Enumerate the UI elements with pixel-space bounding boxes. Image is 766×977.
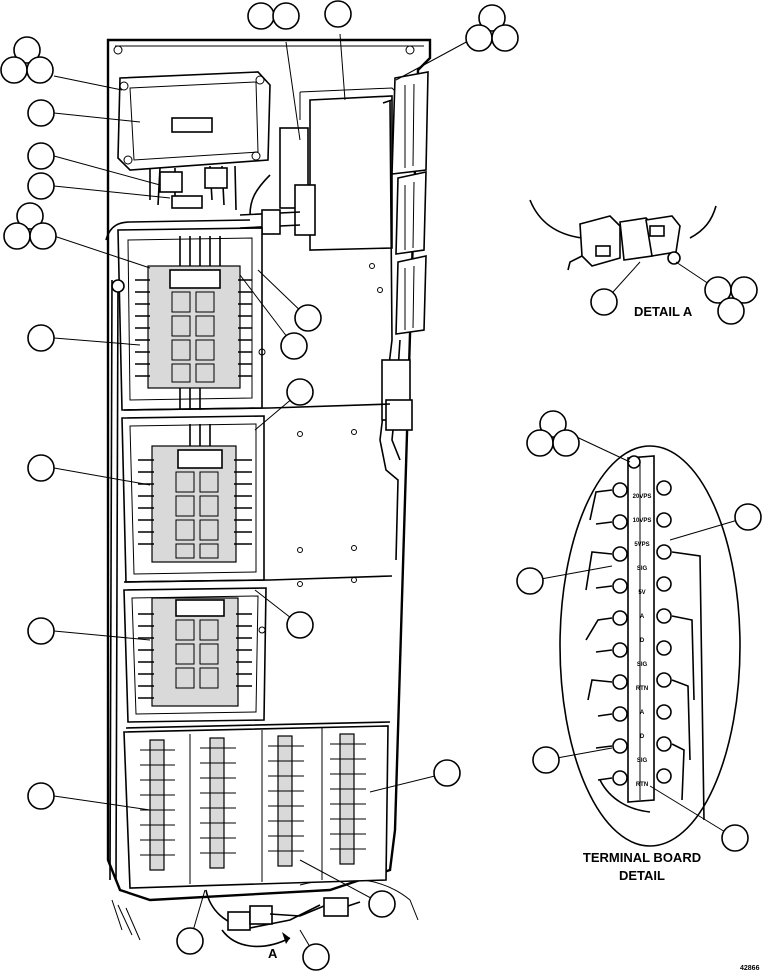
callout-circle (302, 943, 330, 971)
callout-circle (26, 56, 54, 84)
callout-circle (324, 0, 352, 28)
view-arrow-label: A (268, 946, 278, 961)
callout-circle (247, 2, 275, 30)
callout-circle (294, 304, 322, 332)
terminal-board-caption-line1: TERMINAL BOARD (583, 850, 701, 865)
callout-circle (491, 24, 519, 52)
terminal-board-mark: D (640, 734, 645, 740)
figure-number: 42866 (740, 965, 760, 972)
callout-circle (176, 927, 204, 955)
mounting-holes (258, 263, 383, 634)
right-terminal-strip (379, 71, 429, 561)
terminal-board-mark: SIG (637, 758, 648, 764)
callout-circle (27, 454, 55, 482)
callout-circle (539, 410, 567, 438)
callout-circle (27, 617, 55, 645)
bottom-terminal-blocks (123, 725, 389, 931)
left-wire-harness (105, 219, 393, 881)
callout-circle (272, 2, 300, 30)
callout-circle (27, 782, 55, 810)
terminal-board-mark: 5V (638, 590, 645, 596)
terminal-board-caption-line2: DETAIL (619, 868, 665, 883)
callout-circle (280, 332, 308, 360)
power-supply-box (239, 87, 401, 251)
terminal-board-mark: 5VPS (634, 542, 649, 548)
terminal-board-marks: 20VPS 10VPS 5VPS SIG 5V A D SIG RTN A D SIG RTN (633, 494, 652, 788)
callout-circle (13, 36, 41, 64)
terminal-board-mark: 20VPS (633, 494, 652, 500)
terminal-board-mark: A (640, 710, 645, 716)
callout-circle (532, 746, 560, 774)
callout-circle (730, 276, 758, 304)
view-arrow (221, 929, 291, 948)
callout-circle (721, 824, 749, 852)
callout-circle (27, 99, 55, 127)
callout-circle (27, 172, 55, 200)
relay-panel-3 (123, 587, 267, 723)
callout-circle (552, 429, 580, 457)
callout-circle (3, 222, 31, 250)
callout-circle (27, 324, 55, 352)
relay-panel-2 (121, 415, 265, 583)
callout-circle (29, 222, 57, 250)
control-module (117, 71, 271, 211)
terminal-board-mark: 10VPS (633, 518, 652, 524)
detail-a-drawing (529, 199, 717, 271)
callout-circle (0, 56, 28, 84)
callout-circle (516, 567, 544, 595)
callout-circle (286, 611, 314, 639)
callout-circle (465, 24, 493, 52)
terminal-board-detail (559, 445, 741, 847)
terminal-board-mark: D (640, 638, 645, 644)
callout-circle (27, 142, 55, 170)
terminal-board-mark: SIG (637, 566, 648, 572)
terminal-board-mark: A (640, 614, 645, 620)
callout-circle (734, 503, 762, 531)
terminal-board-mark: RTN (636, 782, 648, 788)
callout-circle (286, 378, 314, 406)
terminal-board-mark: RTN (636, 686, 648, 692)
relay-panel-1 (117, 227, 263, 411)
callout-circle (526, 429, 554, 457)
callout-circle (717, 297, 745, 325)
callout-circle (590, 288, 618, 316)
callout-circle (478, 4, 506, 32)
terminal-board-mark: SIG (637, 662, 648, 668)
callout-circle (368, 890, 396, 918)
leader-lines (53, 33, 749, 958)
detail-a-caption: DETAIL A (634, 304, 693, 319)
callout-circle (16, 202, 44, 230)
callout-circle (433, 759, 461, 787)
